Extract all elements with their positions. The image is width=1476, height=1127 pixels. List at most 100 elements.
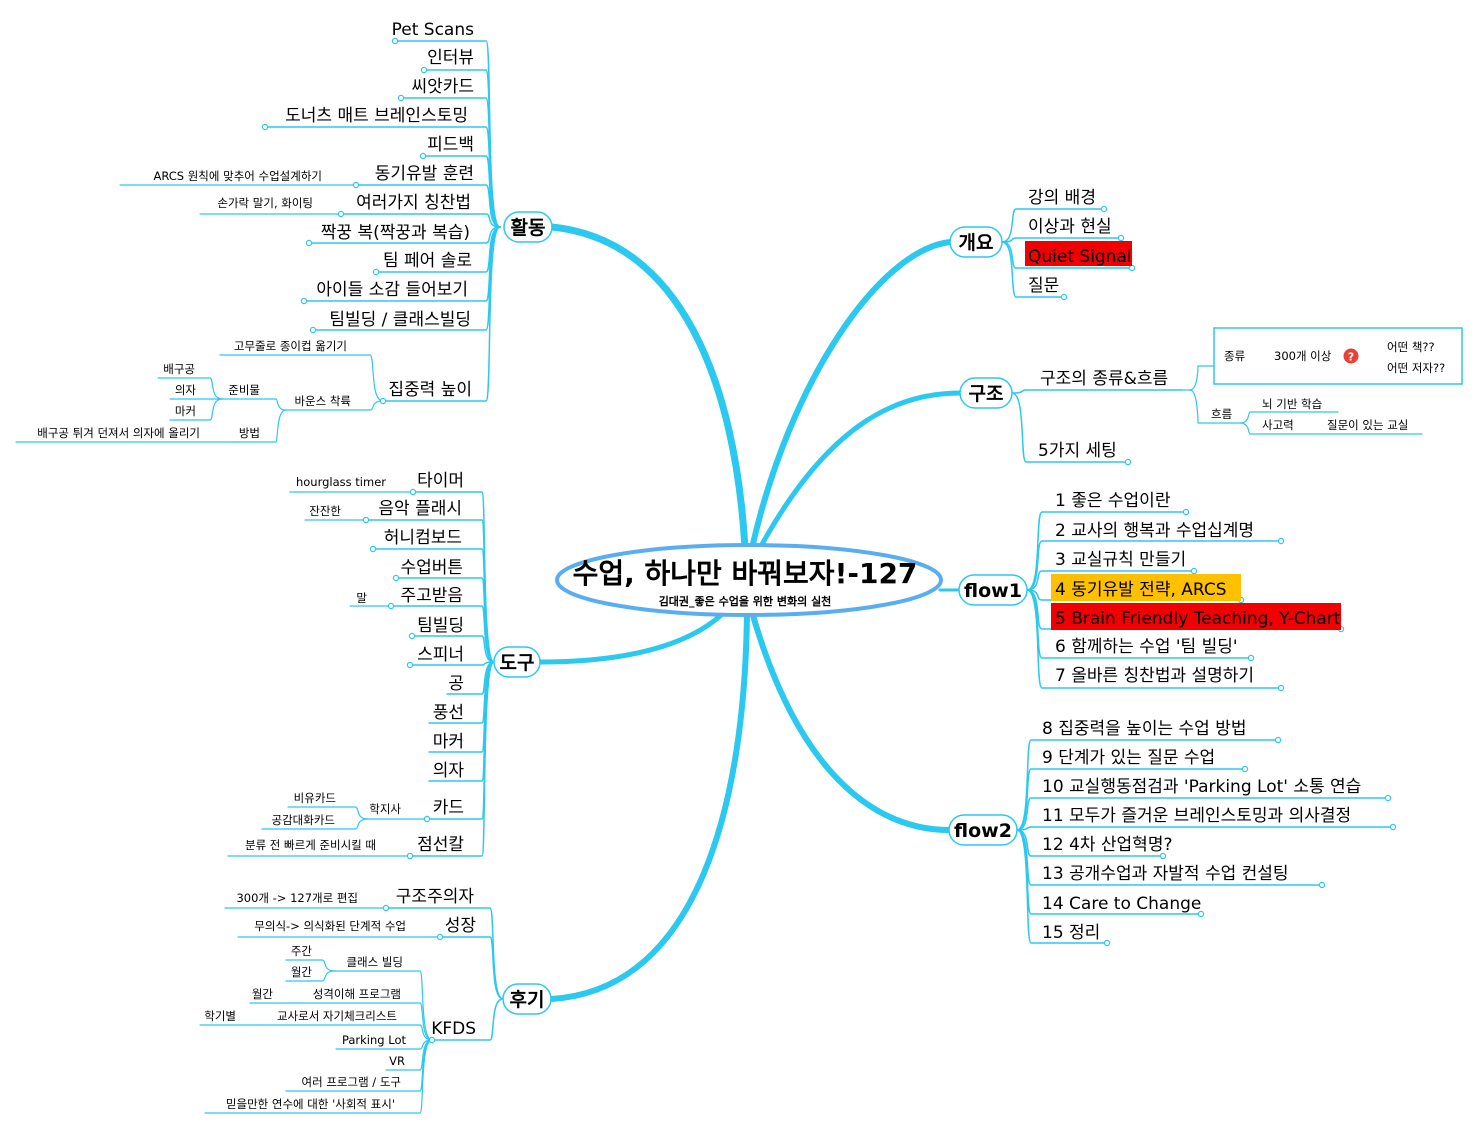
flow2-item-13[interactable]: 13 공개수업과 자발적 수업 컨설팅: [1042, 864, 1289, 884]
flow1-item-1[interactable]: 1 좋은 수업이란: [1055, 491, 1171, 511]
activity-pet-scans[interactable]: Pet Scans: [392, 20, 475, 40]
expand-dot-6[interactable]: [337, 210, 345, 218]
main-topic-activities[interactable]: 활동: [511, 217, 546, 239]
review-vr[interactable]: VR: [389, 1054, 405, 1068]
activity-team-building[interactable]: 팀빌딩 / 클래스빌딩: [329, 310, 471, 330]
main-topic-overview-box[interactable]: [949, 226, 1003, 258]
expand-dot-36[interactable]: [1274, 736, 1282, 744]
review-weekly[interactable]: 주간: [291, 944, 313, 958]
flow1-item-6[interactable]: 6 함께하는 수업 '팀 빌딩': [1055, 637, 1238, 657]
main-topic-structure-box[interactable]: [959, 377, 1013, 409]
tool-music-note[interactable]: 잔잔한: [309, 504, 341, 518]
expand-dot-18[interactable]: [406, 661, 414, 669]
main-topic-activities-box[interactable]: [503, 211, 553, 243]
structure-over300[interactable]: 300개 이상: [1274, 349, 1332, 363]
review-growth[interactable]: 성장: [445, 916, 477, 936]
tool-honeycomb[interactable]: 허니컴보드: [384, 528, 462, 548]
activity-focus[interactable]: 집중력 높이: [388, 380, 472, 400]
review-constructivist-note[interactable]: 300개 -> 127개로 편집: [236, 891, 358, 905]
flow2-item-10[interactable]: 10 교실행동점검과 'Parking Lot' 소통 연습: [1042, 777, 1361, 797]
activity-chair[interactable]: 의자: [175, 383, 197, 397]
activity-seed-card[interactable]: 씨앗카드: [411, 77, 474, 97]
review-constructivist[interactable]: 구조주의자: [396, 887, 475, 907]
tool-balloon[interactable]: 풍선: [433, 703, 464, 723]
expand-dot-7[interactable]: [305, 239, 313, 247]
expand-dot-37[interactable]: [1241, 765, 1249, 773]
activity-interview[interactable]: 인터뷰: [427, 48, 474, 68]
structure-which-book[interactable]: 어떤 책??: [1387, 340, 1435, 354]
main-topic-flow2-box[interactable]: [948, 814, 1018, 846]
review-personality[interactable]: 성격이해 프로그램: [313, 987, 401, 1001]
tool-timer[interactable]: 타이머: [417, 471, 464, 491]
review-class-building[interactable]: 클래스 빌딩: [346, 955, 403, 969]
main-topic-structure[interactable]: 구조: [969, 383, 1004, 405]
expand-dot-3[interactable]: [261, 123, 269, 131]
central-title[interactable]: 수업, 하나만 바꿔보자!-127: [573, 557, 918, 590]
main-topic-tools[interactable]: 도구: [500, 652, 535, 674]
expand-dot-4[interactable]: [419, 152, 427, 160]
activity-motivation-note[interactable]: ARCS 원칙에 맞추어 수업설계하기: [153, 169, 322, 183]
expand-dot-38[interactable]: [1384, 794, 1392, 802]
structure-types[interactable]: 종류: [1224, 349, 1245, 363]
expand-dot-11[interactable]: [379, 397, 387, 405]
overview-background[interactable]: 강의 배경: [1028, 188, 1096, 208]
expand-dot-35[interactable]: [1277, 684, 1285, 692]
expand-dot-13[interactable]: [362, 516, 370, 524]
review-per-semester[interactable]: 학기별: [204, 1009, 236, 1023]
main-topic-review[interactable]: 후기: [510, 989, 545, 1011]
tool-cutter-note[interactable]: 분류 전 빠르게 준비시킬 때: [245, 838, 376, 852]
review-self-check[interactable]: 교사로서 자기체크리스트: [277, 1009, 397, 1023]
overview-ideal-reality[interactable]: 이상과 현실: [1028, 217, 1112, 237]
flow1-item-5[interactable]: 5 Brain Friendly Teaching, Y-Chart: [1055, 609, 1341, 629]
review-monthly[interactable]: 월간: [291, 965, 313, 979]
tool-ball[interactable]: 공: [448, 674, 464, 694]
tool-exchange[interactable]: 주고받음: [400, 586, 463, 606]
activity-method[interactable]: 방법: [239, 426, 260, 440]
flow1-item-2[interactable]: 2 교사의 행복과 수업십계명: [1055, 521, 1254, 541]
flow1-item-7[interactable]: 7 올바른 칭찬법과 설명하기: [1055, 666, 1254, 686]
main-topic-flow2[interactable]: flow2: [954, 820, 1012, 842]
tool-card-publisher[interactable]: 학지사: [369, 802, 401, 816]
tool-cutter[interactable]: 점선칼: [417, 835, 464, 855]
expand-dot-16[interactable]: [387, 602, 395, 610]
tool-spinner[interactable]: 스피너: [417, 645, 464, 665]
structure-brain-based[interactable]: 뇌 기반 학습: [1262, 397, 1322, 411]
activity-pair-review[interactable]: 짝꿍 복(짝꿍과 복습): [321, 223, 470, 243]
activity-praise-note[interactable]: 손가락 말기, 화이팅: [217, 196, 313, 210]
tool-marker[interactable]: 마커: [433, 732, 464, 752]
review-personality-monthly[interactable]: 월간: [252, 987, 274, 1001]
review-growth-note[interactable]: 무의식-> 의식화된 단계적 수업: [254, 919, 406, 933]
activity-donut-mat[interactable]: 도너츠 매트 브레인스토밍: [285, 106, 468, 126]
tool-metaphor-card[interactable]: 비유카드: [294, 791, 336, 805]
expand-dot-40[interactable]: [1159, 852, 1167, 860]
activity-marker[interactable]: 마커: [175, 404, 196, 418]
main-topic-flow1[interactable]: flow1: [964, 580, 1022, 602]
activity-rubber-cup[interactable]: 고무줄로 종이컵 옮기기: [234, 339, 347, 353]
activity-kids-feedback[interactable]: 아이들 소감 들어보기: [316, 280, 468, 300]
structure-which-author[interactable]: 어떤 저자??: [1387, 361, 1445, 375]
flow2-item-15[interactable]: 15 정리: [1042, 923, 1100, 943]
activity-materials[interactable]: 준비물: [228, 383, 260, 397]
expand-dot-24[interactable]: [1100, 205, 1108, 213]
flow2-item-9[interactable]: 9 단계가 있는 질문 수업: [1042, 748, 1215, 768]
tool-exchange-note[interactable]: 말: [356, 591, 367, 605]
expand-dot-22[interactable]: [436, 933, 444, 941]
expand-dot-9[interactable]: [300, 297, 308, 305]
expand-dot-10[interactable]: [309, 326, 317, 334]
expand-dot-23[interactable]: [428, 1036, 436, 1044]
expand-dot-21[interactable]: [382, 904, 390, 912]
structure-flow[interactable]: 흐름: [1211, 407, 1232, 421]
tool-card[interactable]: 카드: [433, 798, 464, 818]
expand-dot-0[interactable]: [391, 37, 399, 45]
structure-five-settings[interactable]: 5가지 세팅: [1038, 441, 1117, 461]
main-topic-review-box[interactable]: [502, 983, 552, 1015]
main-topic-flow1-box[interactable]: [958, 574, 1028, 606]
tool-timer-note[interactable]: hourglass timer: [296, 475, 386, 489]
expand-dot-20[interactable]: [406, 852, 414, 860]
flow1-item-4[interactable]: 4 동기유발 전략, ARCS: [1055, 580, 1227, 600]
expand-dot-25[interactable]: [1117, 234, 1125, 242]
expand-dot-43[interactable]: [1103, 939, 1111, 947]
activity-volleyball[interactable]: 배구공: [163, 362, 195, 376]
structure-types-flow[interactable]: 구조의 종류&흐름: [1040, 369, 1168, 389]
structure-question-class[interactable]: 질문이 있는 교실: [1327, 418, 1408, 432]
